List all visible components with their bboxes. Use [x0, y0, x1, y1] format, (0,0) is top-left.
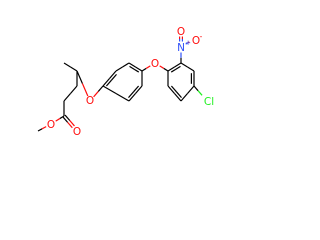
nitro-oxygen-top-label: O [177, 26, 185, 38]
bond-line [128, 62, 136, 68]
bond-line [170, 85, 177, 93]
bond-line [63, 62, 71, 68]
bond-line [105, 79, 112, 87]
bond-line [70, 85, 78, 94]
bond-line [174, 93, 182, 102]
atom-label-layer: O O Cl N O O O O + - [47, 26, 214, 138]
bond-line [163, 67, 169, 72]
bond-line [115, 66, 123, 72]
molecule-structure: O O Cl N O O O O + - [37, 26, 214, 138]
bond-line [187, 41, 190, 44]
ether-oxygen-right-label: O [151, 58, 159, 70]
bond-line [97, 85, 104, 92]
bond-line [180, 93, 188, 102]
bond-line [76, 70, 83, 84]
bond-line [180, 62, 188, 68]
bond-line [193, 85, 199, 92]
bond-line [102, 78, 110, 87]
bond-line [55, 118, 61, 122]
bond-line [135, 85, 143, 94]
bond-line [64, 114, 71, 121]
bond-line [41, 126, 47, 130]
bond-line [159, 65, 165, 69]
bond-line [102, 85, 117, 95]
bond-line [63, 93, 71, 102]
bond-line [128, 93, 136, 102]
bond-line [175, 65, 181, 70]
chlorine-label: Cl [204, 96, 214, 108]
ester-oxygen-label: O [47, 119, 55, 131]
bond-line [62, 116, 69, 123]
bond-line [133, 85, 140, 93]
bond-line [145, 65, 151, 69]
bond-line [115, 92, 130, 102]
bond-line [122, 62, 130, 68]
nitrogen-plus-charge: + [185, 39, 191, 47]
nitro-nitrogen-label: N [177, 42, 185, 54]
bond-line [174, 62, 182, 68]
bond-line [141, 67, 147, 72]
bond-line [176, 91, 182, 99]
bond-line [111, 73, 117, 81]
bond-line [93, 91, 99, 98]
oxygen-minus-charge: - [200, 32, 203, 41]
bond-line [67, 121, 73, 129]
bond-line [197, 90, 203, 96]
bond-line [135, 66, 143, 72]
bond-line [167, 85, 175, 94]
bond-line [37, 128, 43, 132]
bond-line [69, 120, 75, 127]
bond-line [70, 66, 78, 72]
bond-line [187, 66, 195, 72]
bond-line [129, 65, 135, 70]
nitro-oxygen-right-label: O [192, 35, 200, 47]
bond-line [170, 68, 177, 73]
ether-oxygen-left-label: O [86, 95, 94, 107]
bond-line [187, 85, 195, 94]
bond-line [167, 66, 175, 72]
bond-line [81, 83, 89, 97]
bond-line [185, 42, 188, 45]
carbonyl-oxygen-label: O [73, 126, 81, 138]
bond-line [109, 70, 117, 79]
bond-line [59, 115, 65, 120]
bond-line [133, 68, 140, 73]
bond-layer [37, 36, 203, 132]
bond-line [128, 91, 134, 99]
